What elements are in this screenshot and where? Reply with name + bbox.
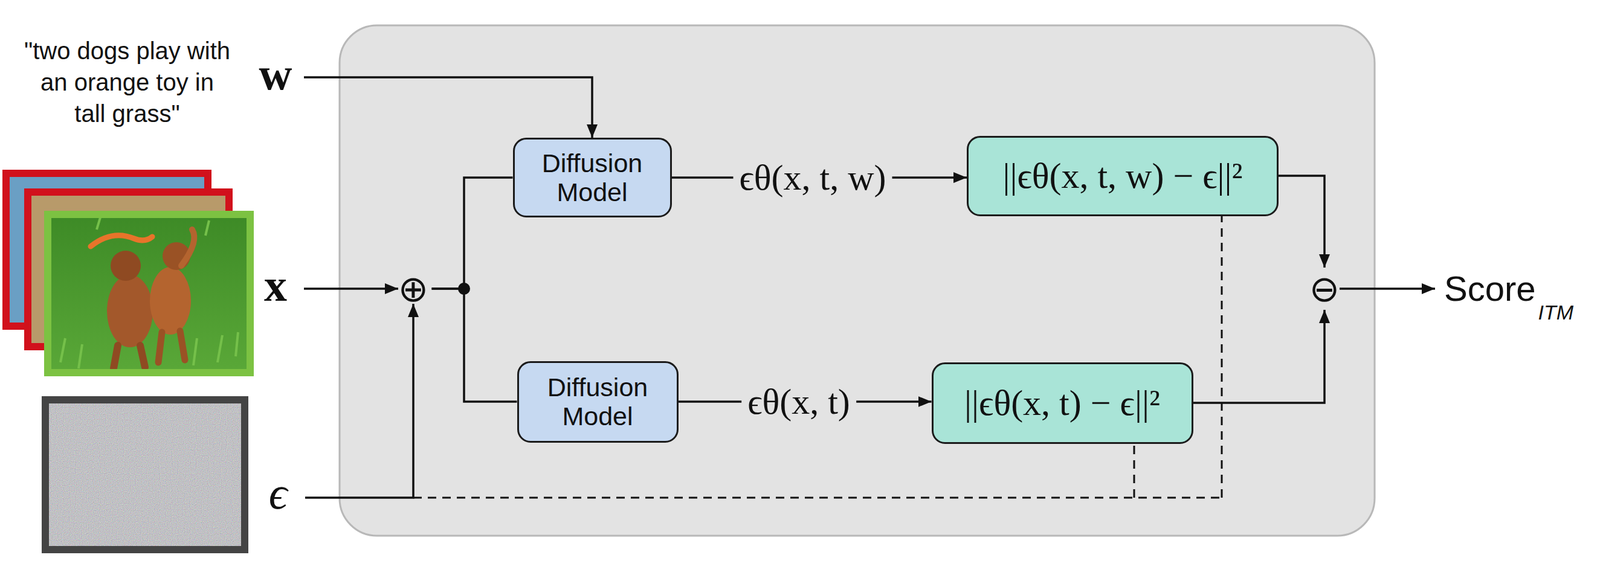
output-wire xyxy=(1339,287,1436,291)
output-subscript-anchor: ITM xyxy=(1538,302,1575,323)
text-input-wire xyxy=(303,77,593,138)
orange-toy xyxy=(90,235,153,247)
input-symbol-anchor: x xyxy=(264,262,288,309)
dog-body xyxy=(149,267,191,335)
dog-legs xyxy=(158,331,185,363)
connector-arrow xyxy=(1278,175,1325,268)
dog-tail xyxy=(181,229,194,266)
operator-symbol: ⊖ xyxy=(1309,270,1340,307)
difference-operator: ⊖ xyxy=(1306,267,1344,310)
box-label: Diffusion Model xyxy=(527,372,669,431)
input-symbol: ϵ xyxy=(268,470,288,517)
grass-blades xyxy=(60,217,239,369)
process-box: Diffusion Model xyxy=(512,137,672,218)
formula-text: ||ϵθ(x, t) − ϵ||² xyxy=(964,382,1161,425)
output-subscript: ITM xyxy=(1538,302,1575,323)
edge-label: ϵθ(x, t, w) xyxy=(733,157,893,199)
model-panel xyxy=(339,25,1375,536)
input-symbol-anchor: w xyxy=(259,50,293,97)
sum-operator: ⊕ xyxy=(395,267,433,310)
connector-arrow xyxy=(432,288,518,402)
caption-text-anchor: "two dogs play with an orange toy in tal… xyxy=(22,35,232,130)
dog-body xyxy=(106,274,153,348)
dog-photo xyxy=(47,214,251,373)
box-label: Diffusion Model xyxy=(523,148,662,207)
connector-arrow xyxy=(432,177,513,289)
noise-input-wire xyxy=(305,303,414,498)
formula-text: ||ϵθ(x, t, w) − ϵ||² xyxy=(1002,155,1243,197)
output-label: Score xyxy=(1444,271,1536,307)
output-label-anchor: Score xyxy=(1444,271,1536,307)
input-symbol: w xyxy=(259,50,293,97)
noise-dashed-wire xyxy=(413,216,1222,498)
positive-image-frame xyxy=(47,214,251,373)
loss-box: ||ϵθ(x, t) − ϵ||² xyxy=(931,362,1194,445)
dog-head xyxy=(110,250,141,281)
dog-legs xyxy=(113,345,146,369)
edge-label-anchor: ϵθ(x, t, w) xyxy=(733,157,893,199)
connector-arrow xyxy=(1193,309,1326,404)
noise-frame xyxy=(45,400,245,550)
image-input-wire xyxy=(303,287,399,291)
input-symbol-anchor: ϵ xyxy=(268,470,288,517)
grass xyxy=(47,214,251,373)
caption-text: "two dogs play with an orange toy in tal… xyxy=(22,35,232,130)
input-symbol: x xyxy=(264,262,288,309)
edge-label: ϵθ(x, t) xyxy=(741,381,857,423)
process-box: Diffusion Model xyxy=(517,361,679,443)
noise-image xyxy=(45,400,245,550)
operator-symbol: ⊕ xyxy=(398,270,429,307)
loss-box: ||ϵθ(x, t, w) − ϵ||² xyxy=(966,135,1279,217)
edge-label-anchor: ϵθ(x, t) xyxy=(741,381,857,423)
